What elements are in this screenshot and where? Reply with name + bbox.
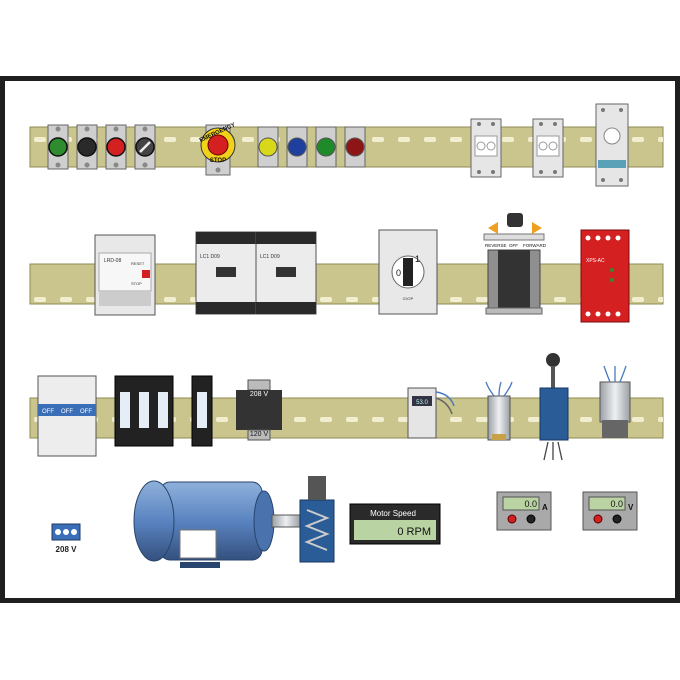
estop-label-bottom: STOP [210,158,226,164]
ammeter: 0.0 A [496,491,552,531]
contactor-1[interactable]: LC1 D09 [195,231,257,315]
supply-voltage-label: 208 V [56,545,78,554]
breaker-rotary-handle[interactable] [403,258,413,286]
breaker-pole-2-label: OFF [61,409,73,415]
emergency-stop-button[interactable]: EMERGENCY STOP [199,122,237,176]
fuse-holder-3pole[interactable] [114,375,174,447]
drum-handle[interactable] [507,213,523,227]
voltmeter: 0.0 V [582,491,638,531]
control-transformer: 208 V 120 V [236,379,282,441]
breaker-pole-3-label: OFF [80,409,92,415]
motor-speed-display: Motor Speed 0 RPM [349,503,441,545]
drum-reverse-label: REVERSE [485,243,507,248]
overload-relay[interactable]: LRD-08 RESET STOP [94,234,156,316]
selector-on-label: 1 [415,254,420,264]
green-button-cap [48,137,68,157]
ammeter-unit: A [542,503,548,512]
pilot-light-blue [286,126,308,168]
ammeter-value: 0.0 [524,499,537,509]
motor-speed-title: Motor Speed [370,509,416,518]
safety-relay-label: XPS-AC [586,258,605,264]
photoelectric-sensor [599,365,631,438]
breaker-pole-1-label: OFF [42,409,54,415]
selector-switch-small[interactable] [134,124,156,170]
pushbutton-black[interactable] [76,124,98,170]
motor-circuit-breaker[interactable]: 0 1 GV2P [378,229,438,315]
limit-switch[interactable] [539,353,569,461]
drum-off-label: OFF [509,243,518,248]
supply-terminal-block: 208 V [51,523,81,554]
drum-forward-label: FORWARD [523,243,547,248]
pilot-light-green [315,126,337,168]
voltmeter-value: 0.0 [610,499,623,509]
ammeter-terminal-negative[interactable] [526,514,536,524]
fuse-holder-1pole[interactable] [191,375,213,447]
overload-reset-label: RESET [131,261,145,266]
three-pole-circuit-breaker[interactable]: OFF OFF OFF [37,375,97,457]
transformer-primary-label: 208 V [250,391,269,398]
pressure-display: 53.0 [416,400,428,406]
ammeter-terminal-positive[interactable] [507,514,517,524]
induction-motor [133,480,301,568]
phase-monitor-relay[interactable] [595,103,629,187]
voltmeter-unit: V [628,503,634,512]
safety-relay[interactable]: XPS-AC [580,229,630,323]
overload-stop-button[interactable] [142,270,150,278]
pushbutton-red[interactable] [105,124,127,170]
arrow-left-icon [488,222,498,234]
contactor-2-label: LC1 D09 [260,254,280,260]
pressure-switch[interactable]: 53.0 [407,387,455,439]
overload-stop-label: STOP [131,281,142,286]
pushbutton-green[interactable] [47,124,69,170]
overload-label: LRD-08 [104,258,121,264]
voltmeter-terminal-positive[interactable] [593,514,603,524]
proximity-sensor [485,381,513,441]
voltmeter-terminal-negative[interactable] [612,514,622,524]
timer-relay-1[interactable] [470,118,502,178]
contactor-1-label: LC1 D09 [200,254,220,260]
selector-model-label: GV2P [403,296,414,301]
arrow-right-icon [532,222,542,234]
motor-terminal-box [179,529,217,559]
selector-off-label: 0 [396,268,401,278]
timer-relay-2[interactable] [532,118,564,178]
drum-switch[interactable]: REVERSE OFF FORWARD [483,213,547,315]
contactor-2[interactable]: LC1 D09 [255,231,317,315]
motor-speed-value: 0 RPM [397,526,431,538]
transformer-secondary-label: 120 V [250,431,269,438]
motor-encoder [299,476,335,563]
pilot-light-red [344,126,366,168]
pilot-light-yellow [257,126,279,168]
